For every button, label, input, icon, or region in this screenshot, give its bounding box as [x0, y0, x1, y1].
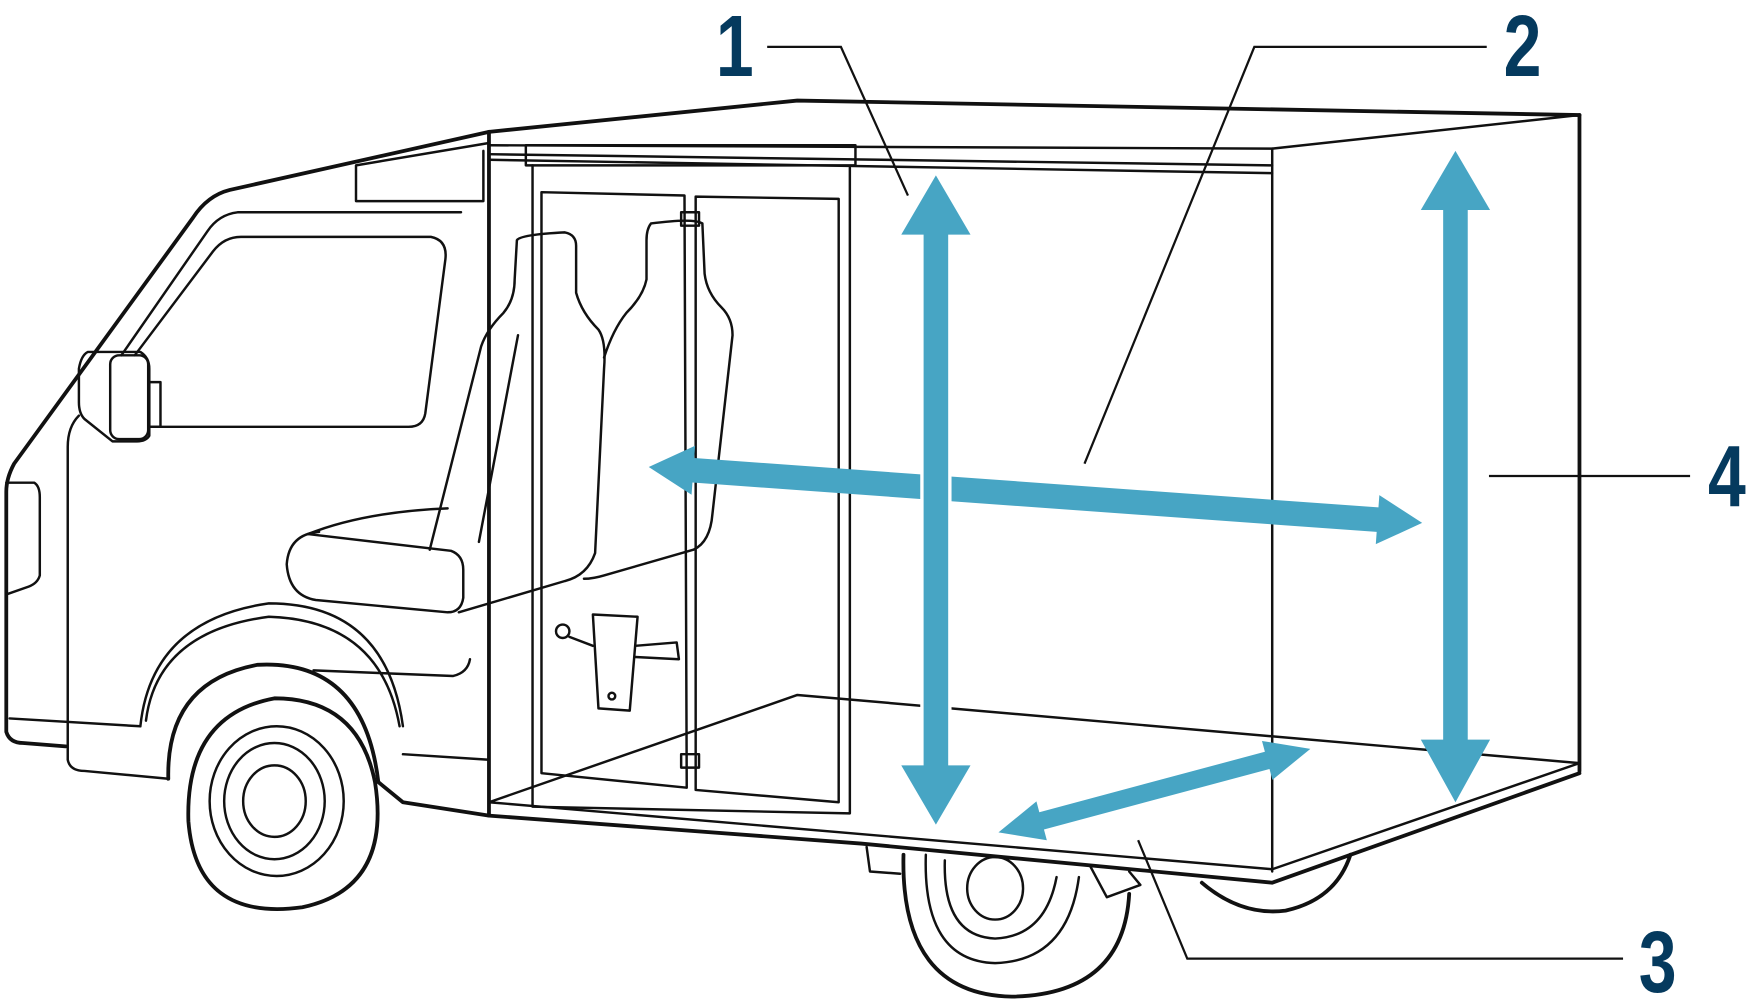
label-3: 3 — [1639, 913, 1677, 1000]
front-wheel — [186, 696, 380, 911]
leader-lines — [767, 45, 1691, 960]
arrows — [648, 150, 1491, 841]
length-arrow — [648, 445, 1423, 545]
label-4: 4 — [1708, 427, 1746, 525]
seats — [285, 219, 734, 614]
cargo-height-arrow — [1420, 150, 1491, 803]
cab — [4, 129, 491, 818]
side-door — [524, 144, 857, 815]
door-height-arrow — [895, 168, 977, 832]
label-2: 2 — [1504, 0, 1542, 95]
label-1: 1 — [716, 0, 754, 95]
rear-wheel — [901, 852, 1353, 999]
width-arrow — [998, 740, 1311, 841]
